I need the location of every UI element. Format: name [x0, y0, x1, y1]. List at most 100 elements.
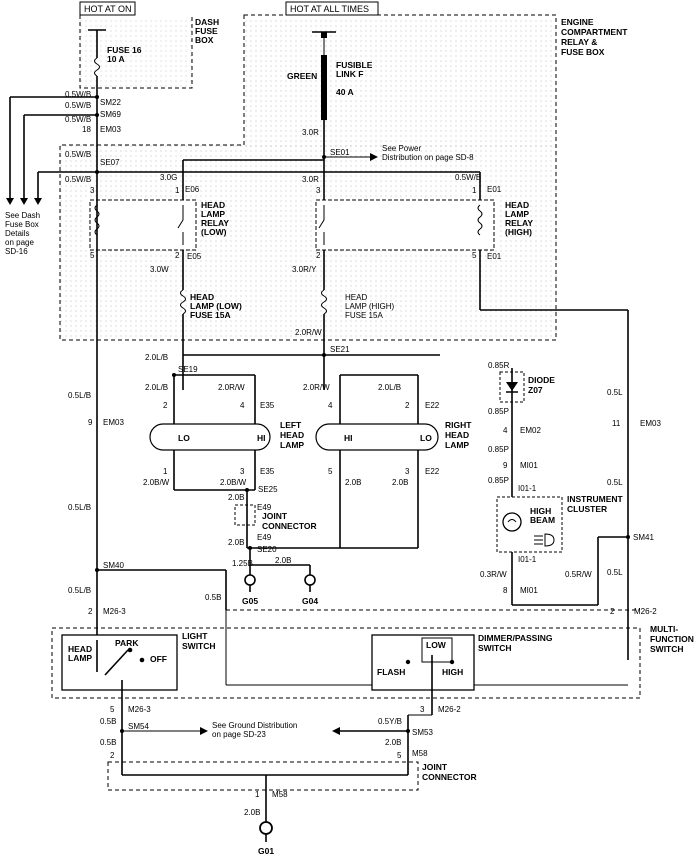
connector-e35: E35 [260, 467, 275, 476]
fusible-link-color: GREEN [287, 71, 317, 81]
connector-e01: E01 [487, 185, 502, 194]
wire-label: 2.0R/W [295, 328, 322, 337]
connector-m26-3: M26-3 [128, 705, 151, 714]
connector-e05: E05 [187, 252, 202, 261]
relay-high-contact [318, 205, 325, 245]
splice [95, 113, 99, 117]
high-beam-indicator-icon [544, 533, 555, 547]
wire-label: 0.5L/B [68, 391, 91, 400]
pin-2: 2 [163, 401, 168, 410]
wire-label: 0.5R/W [565, 570, 592, 579]
pin-5: 5 [328, 467, 333, 476]
connector-em02: EM02 [520, 426, 541, 435]
wire-label: 2.0L/B [145, 383, 168, 392]
switch-lever[interactable] [104, 649, 129, 676]
wire-label: 0.5W/B [65, 90, 91, 99]
fusible-link-body [321, 55, 327, 120]
wire-label: 2.0B [392, 478, 408, 487]
pin-5: 5 [472, 251, 477, 260]
pin-4: 4 [328, 401, 333, 410]
wire-label: 2.0B/W [220, 478, 247, 487]
splice [95, 95, 99, 99]
dash-fuse-box-outline [79, 15, 193, 89]
left-lamp-lo: LO [178, 433, 190, 443]
connector-e06: E06 [185, 185, 200, 194]
relay-high-body [312, 198, 497, 250]
connector-sm40: SM40 [103, 561, 124, 570]
connector-em03: EM03 [100, 125, 121, 134]
arrow-left-2 [20, 198, 28, 205]
pin-4: 4 [240, 401, 245, 410]
wire-label: 0.5L/B [68, 503, 91, 512]
switch-terminal [139, 657, 145, 663]
connector-e49: E49 [257, 533, 272, 542]
wire-label: 0.85P [488, 407, 509, 416]
relay-low-contact [177, 205, 184, 245]
wire-label: 0.5L [607, 478, 623, 487]
hot-at-all-times-label: HOT AT ALL TIMES [290, 4, 369, 14]
right-lamp-lo: LO [420, 433, 432, 443]
wire-label: 2.0R/W [303, 383, 330, 392]
wire-label: 2.0L/B [378, 383, 401, 392]
arrow-left-3 [34, 198, 42, 205]
arrow-ground-note [200, 727, 208, 735]
connector-em03: EM03 [640, 419, 661, 428]
engine-box-top-shading [244, 18, 556, 148]
pin-2: 2 [110, 751, 115, 760]
hot-at-on-label: HOT AT ON [84, 4, 132, 14]
dimmer-terminal [405, 659, 411, 665]
pin-label: 11 [612, 419, 621, 428]
wire-label: 0.3R/W [480, 570, 507, 579]
pin-9: 9 [503, 461, 508, 470]
connector-se21: SE21 [330, 345, 350, 354]
high-beam-lamp-icon [502, 512, 522, 532]
connector-se01: SE01 [330, 148, 350, 157]
wire-label: 2.0B [244, 808, 260, 817]
ground-icon [244, 574, 256, 586]
pin-3: 3 [316, 186, 321, 195]
hot-at-on-tag [79, 1, 136, 16]
connector-e35: E35 [260, 401, 275, 410]
connector-e22: E22 [425, 467, 440, 476]
splice-se21 [322, 353, 326, 357]
connector-sm69: SM69 [100, 110, 121, 119]
connector-sm54: SM54 [128, 722, 149, 731]
wire-label: 0.5L [607, 388, 623, 397]
pin-2: 2 [88, 607, 93, 616]
wire-label: 0.5L/B [68, 586, 91, 595]
joint-connector-e49-box [234, 504, 256, 526]
wire-label: 3.0W [150, 265, 169, 274]
pin-2: 2 [610, 607, 615, 616]
wire-label: 1.25B [232, 559, 253, 568]
pin-1: 1 [255, 790, 260, 799]
left-lamp-hi: HI [257, 433, 266, 443]
connector-m26-2: M26-2 [438, 705, 461, 714]
relay-low-coil [94, 204, 100, 236]
multi-function-switch-outline [51, 627, 641, 699]
connector-se20: SE20 [257, 545, 277, 554]
wire-label: 0.5W/B [455, 173, 481, 182]
wire-label: 0.5W/B [65, 150, 91, 159]
connector-m58: M58 [272, 790, 288, 799]
wire-label: 3.0G [160, 173, 177, 182]
pin-1: 1 [175, 186, 180, 195]
fuse16-label: FUSE 16 [107, 45, 142, 55]
ground-g04: G04 [302, 596, 318, 606]
pin-3: 3 [405, 467, 410, 476]
